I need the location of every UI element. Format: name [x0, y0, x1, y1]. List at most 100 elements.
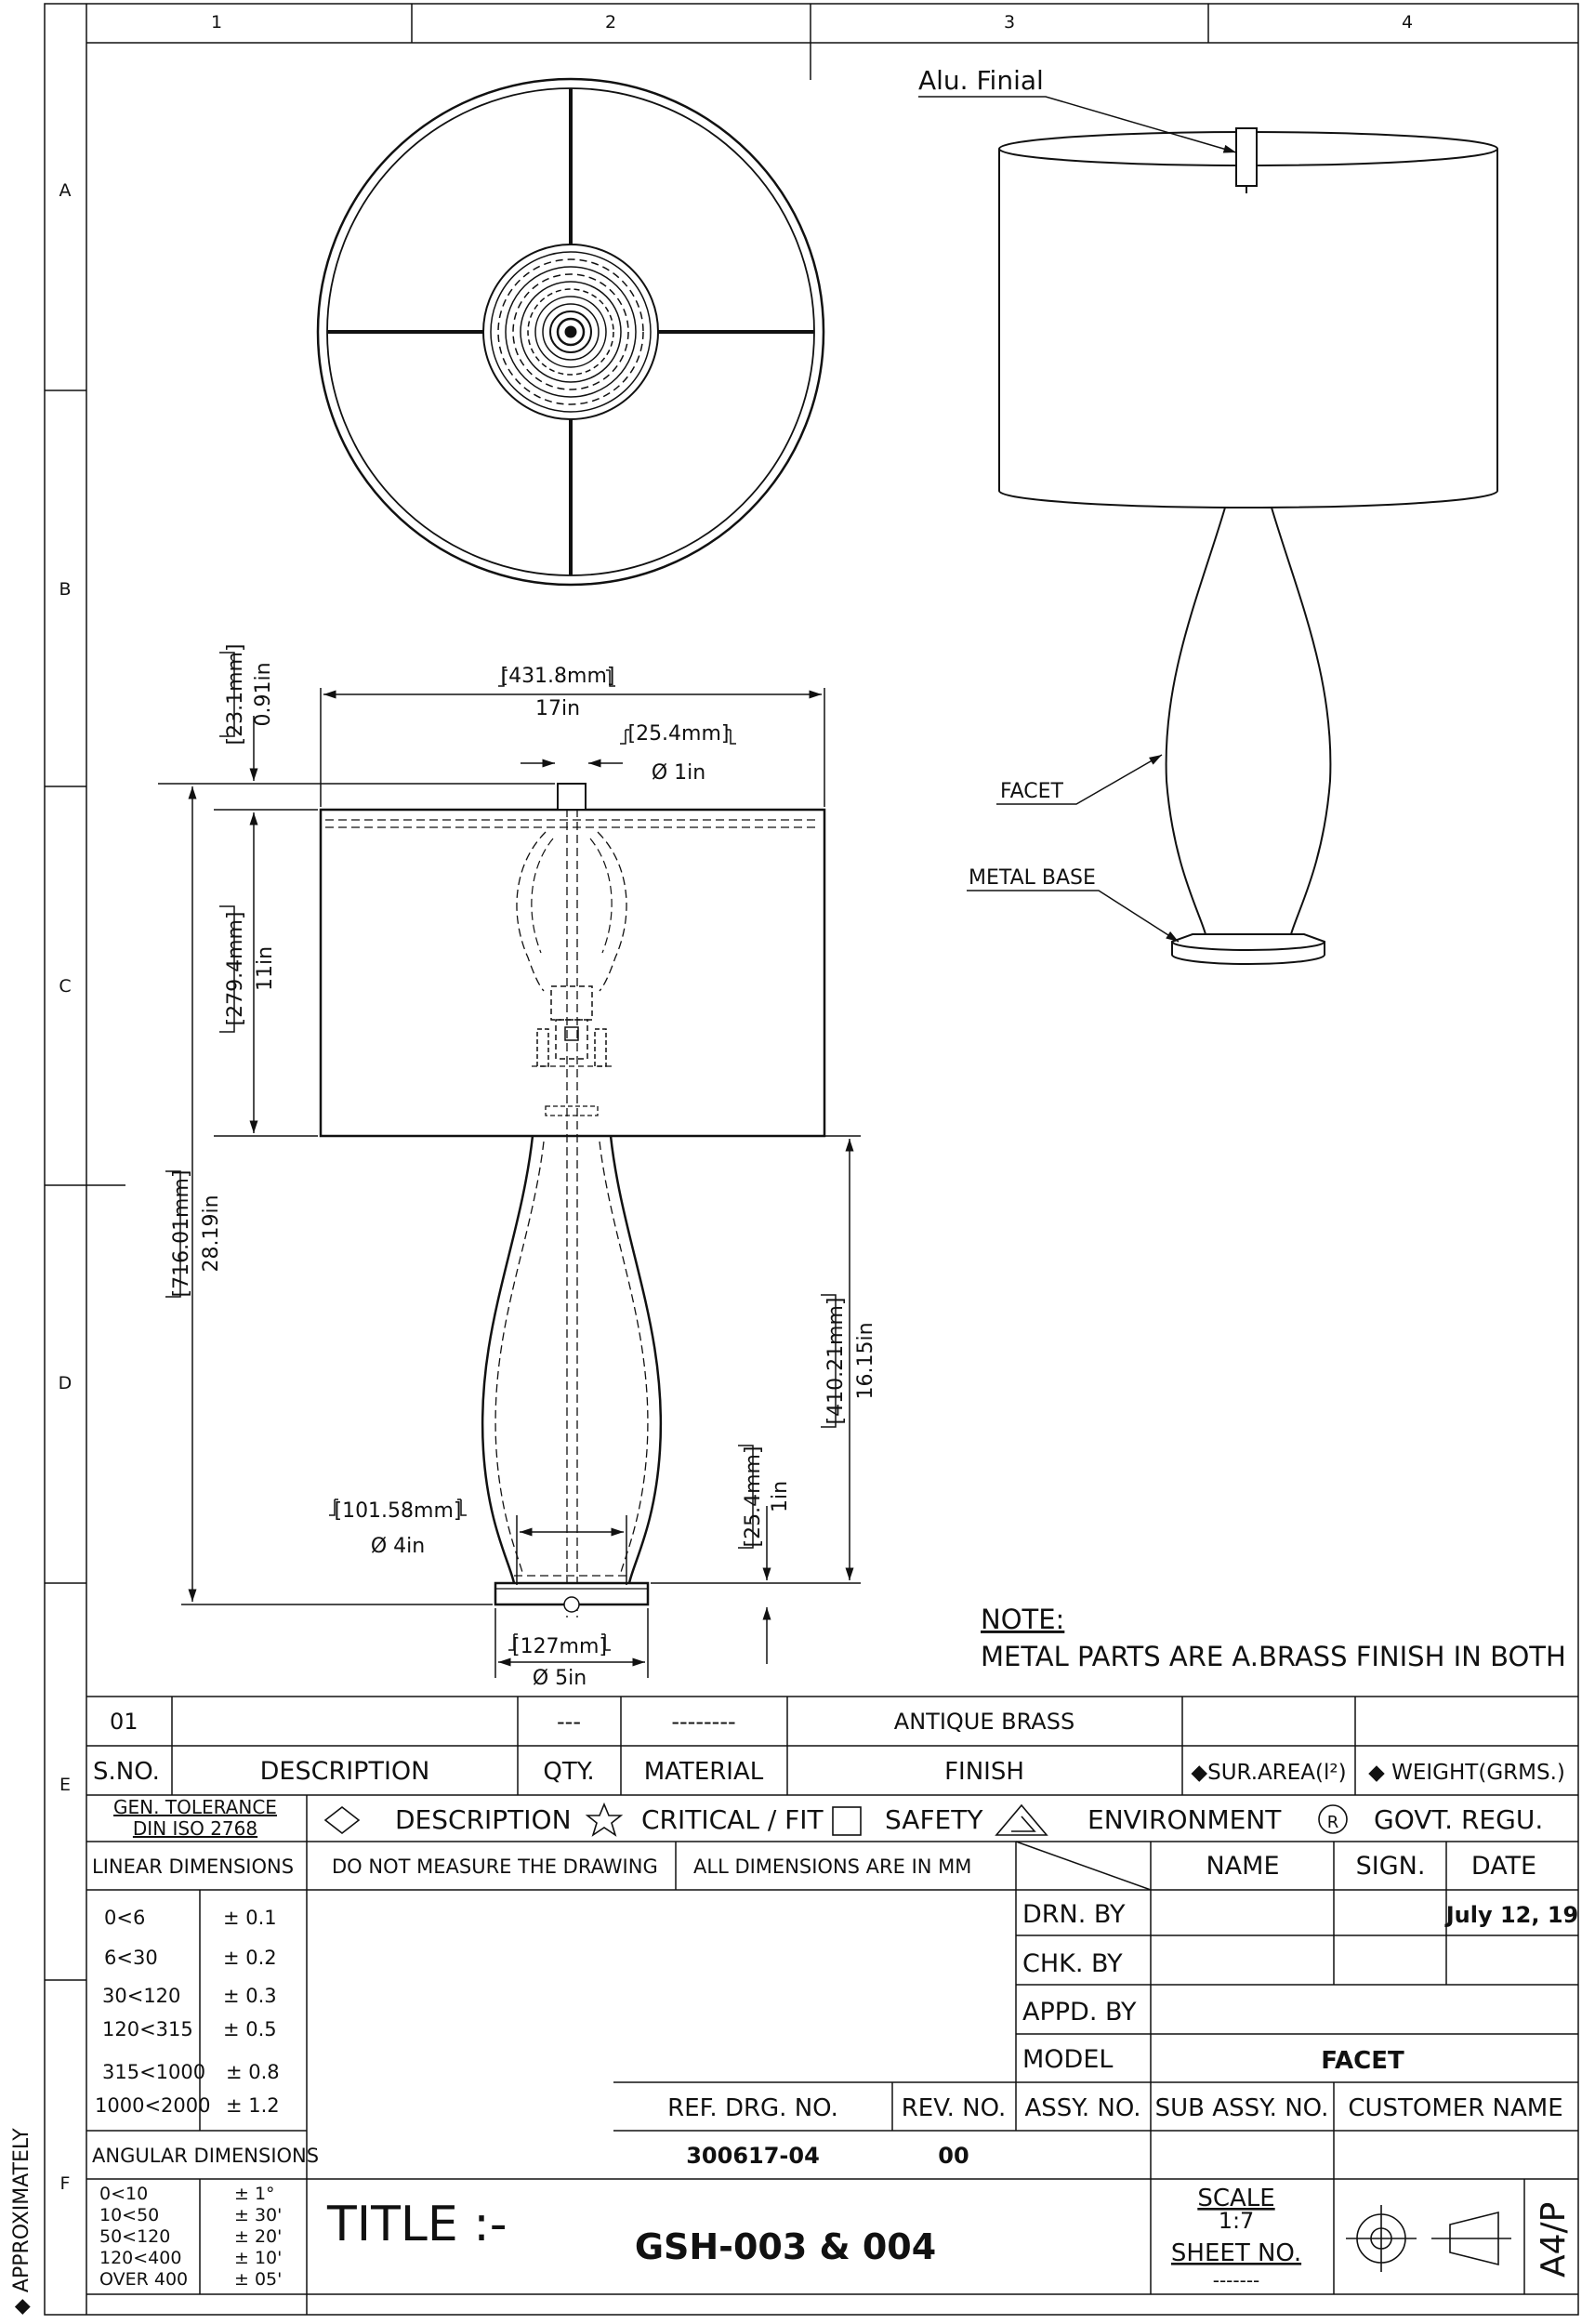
customer-name-label: CUSTOMER NAME — [1348, 2094, 1562, 2122]
dim-body-dia-in: Ø 4in — [371, 1535, 425, 1558]
model-value: FACET — [1321, 2047, 1404, 2075]
facet-callout: FACET — [1000, 780, 1064, 803]
ang-tol-value-2: ± 30' — [234, 2205, 282, 2225]
dim-shade-height-in: 11in — [254, 946, 277, 991]
dim-base-height-mm: [25.4mm] — [742, 1446, 765, 1547]
sheet-no-value: ------- — [1213, 2269, 1260, 2291]
legend-symbols — [323, 1802, 1348, 1837]
iso-view — [998, 127, 1498, 965]
lin-tol-range-5: 315<1000 — [102, 2061, 205, 2083]
linear-dims-label: LINEAR DIMENSIONS — [92, 1855, 294, 1878]
lin-tol-value-4: ± 0.5 — [223, 2018, 277, 2040]
lin-tol-value-2: ± 0.2 — [223, 1947, 277, 1969]
bom-sno: 01 — [110, 1709, 138, 1735]
dimension-lines — [158, 652, 861, 1678]
dim-overall-height-in: 28.19in — [200, 1195, 223, 1272]
paper-size: A4/P — [1535, 2202, 1573, 2278]
environment-triangle-icon — [995, 1803, 1048, 1836]
title-block-grid — [86, 1696, 1578, 2315]
col-label-2: 2 — [605, 12, 616, 33]
hdr-material: MATERIAL — [644, 1758, 764, 1786]
row-label-c: C — [59, 976, 71, 997]
dim-shade-width-mm: [431.8mm] — [500, 665, 614, 688]
ang-tol-range-3: 50<120 — [99, 2226, 170, 2247]
safety-square-icon — [832, 1806, 862, 1836]
hdr-weight: ◆ WEIGHT(GRMS.) — [1368, 1761, 1565, 1785]
bom-material: -------- — [671, 1709, 735, 1735]
dim-body-height-in: 16.15in — [854, 1322, 877, 1399]
top-view — [316, 77, 825, 587]
angular-dims-label: ANGULAR DIMENSIONS — [92, 2145, 319, 2167]
scale-value: 1:7 — [1219, 2208, 1255, 2234]
drn-by-label: DRN. BY — [1022, 1900, 1126, 1929]
note-title: NOTE: — [981, 1604, 1064, 1635]
finial-callout: Alu. Finial — [918, 65, 1044, 96]
callout-leaders — [918, 96, 1237, 943]
sheet-frame — [44, 3, 1579, 2316]
dim-base-dia-mm: [127mm] — [512, 1635, 607, 1658]
lin-tol-range-3: 30<120 — [102, 1985, 180, 2007]
sheet-no-label: SHEET NO. — [1171, 2239, 1301, 2267]
ang-tol-value-1: ± 1° — [234, 2184, 275, 2204]
dim-finial-dia-in: Ø 1in — [652, 761, 705, 785]
hdr-description: DESCRIPTION — [260, 1757, 430, 1786]
model-label: MODEL — [1022, 2045, 1113, 2074]
lin-tol-range-2: 6<30 — [104, 1947, 158, 1969]
col-label-1: 1 — [211, 12, 222, 33]
legend-environment: ENVIRONMENT — [1088, 1804, 1282, 1835]
drawn-date: July 12, 19 — [1444, 1902, 1579, 1928]
name-header: NAME — [1206, 1852, 1279, 1881]
all-dims-label: ALL DIMENSIONS ARE IN MM — [693, 1855, 971, 1878]
sub-assy-label: SUB ASSY. NO. — [1155, 2094, 1329, 2122]
row-label-e: E — [59, 1775, 71, 1795]
ref-drg-value: 300617-04 — [686, 2143, 820, 2169]
ang-tol-value-3: ± 20' — [234, 2226, 282, 2247]
col-label-3: 3 — [1004, 12, 1015, 33]
dim-body-dia-mm: [101.58mm] — [334, 1499, 461, 1523]
din-label: DIN ISO 2768 — [133, 1817, 257, 1840]
row-label-b: B — [59, 579, 71, 600]
title-label: TITLE :- — [326, 2197, 508, 2252]
lin-tol-value-3: ± 0.3 — [223, 1985, 277, 2007]
lin-tol-value-1: ± 0.1 — [223, 1907, 277, 1929]
ang-tol-range-4: 120<400 — [99, 2248, 181, 2268]
dim-base-height-in: 1in — [769, 1481, 792, 1512]
approximately-side-label: ◆ APPROXIMATELY — [10, 2128, 33, 2315]
govt-symbol: R — [1327, 1813, 1339, 1832]
ref-drg-label: REF. DRG. NO. — [667, 2094, 838, 2122]
sign-header: SIGN. — [1356, 1852, 1426, 1881]
hdr-sur-area: ◆SUR.AREA(l²) — [1191, 1761, 1346, 1785]
dim-finial-height-mm: [23.1mm] — [224, 643, 247, 745]
dim-body-height-mm: [410.21mm] — [824, 1297, 848, 1424]
projection-symbol-icon — [1346, 2205, 1511, 2272]
assy-no-label: ASSY. NO. — [1024, 2094, 1140, 2122]
legend-safety: SAFETY — [885, 1804, 983, 1835]
rev-no-label: REV. NO. — [902, 2094, 1007, 2122]
diamond-icon — [323, 1805, 361, 1835]
bom-finish: ANTIQUE BRASS — [894, 1709, 1074, 1735]
date-header: DATE — [1471, 1852, 1536, 1881]
lin-tol-range-6: 1000<2000 — [95, 2094, 210, 2117]
star-icon — [585, 1802, 624, 1837]
row-label-d: D — [59, 1373, 72, 1393]
gen-tolerance-label: GEN. TOLERANCE — [113, 1796, 277, 1818]
rev-no-value: 00 — [938, 2143, 969, 2169]
ang-tol-range-1: 0<10 — [99, 2184, 148, 2204]
dim-finial-height-in: 0.91in — [252, 662, 275, 726]
dim-base-dia-in: Ø 5in — [533, 1667, 587, 1690]
lin-tol-value-5: ± 0.8 — [226, 2061, 280, 2083]
legend-critical: CRITICAL / FIT — [641, 1804, 824, 1835]
appd-by-label: APPD. BY — [1022, 1998, 1137, 2027]
legend-description: DESCRIPTION — [395, 1804, 572, 1835]
registered-circle-icon — [1318, 1804, 1348, 1834]
col-label-4: 4 — [1402, 12, 1413, 33]
dim-shade-width-in: 17in — [535, 697, 580, 720]
hdr-sno: S.NO. — [93, 1758, 160, 1786]
ang-tol-range-2: 10<50 — [99, 2205, 159, 2225]
front-view — [319, 783, 826, 1618]
legend-govt: GOVT. REGU. — [1374, 1804, 1543, 1835]
lin-tol-range-4: 120<315 — [102, 2018, 193, 2040]
note-text: METAL PARTS ARE A.BRASS FINISH IN BOTH — [981, 1641, 1566, 1672]
chk-by-label: CHK. BY — [1022, 1949, 1123, 1978]
dim-shade-height-mm: [279.4mm] — [224, 911, 247, 1025]
